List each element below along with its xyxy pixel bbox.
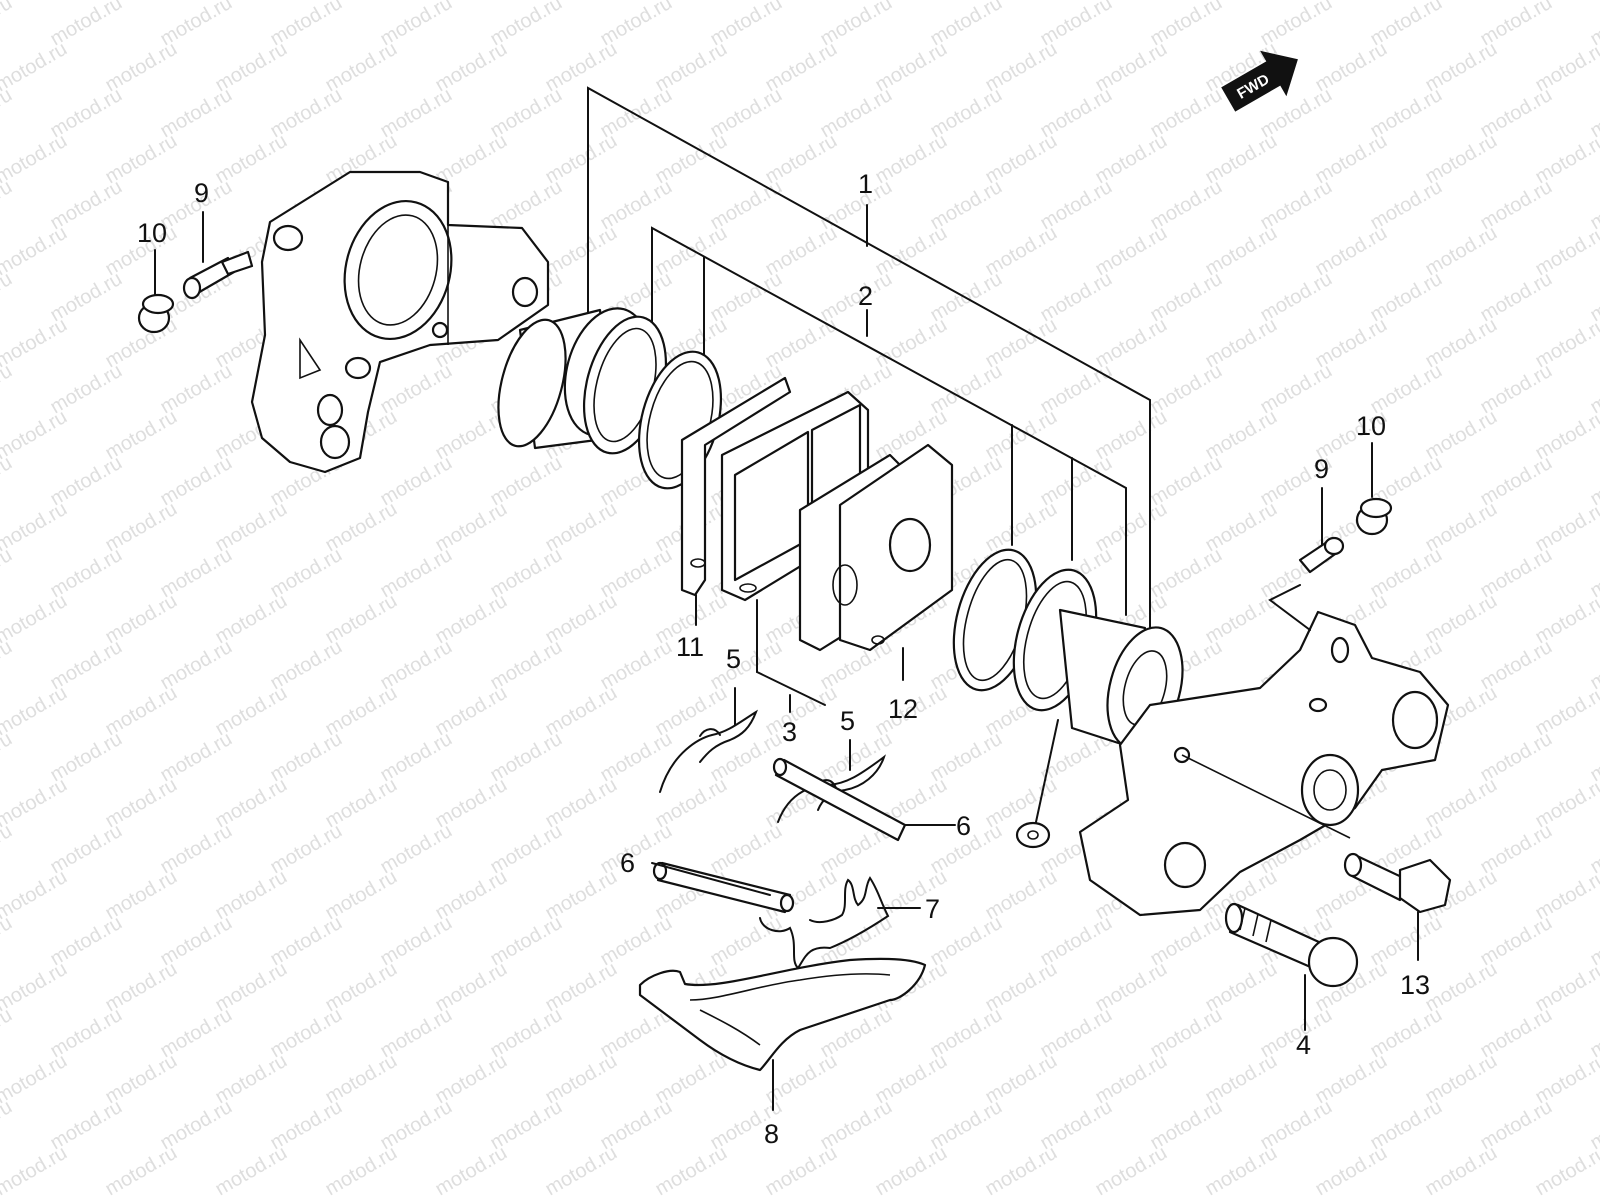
callout-12: 12 bbox=[888, 694, 918, 724]
watermark-text: motod.ru bbox=[0, 498, 71, 557]
callout-13: 13 bbox=[1400, 970, 1430, 1000]
bleeder-cap-left bbox=[137, 293, 175, 334]
watermark-text: motod.ru bbox=[1202, 1142, 1281, 1200]
watermark-text: motod.ru bbox=[0, 912, 16, 971]
watermark-text: motod.ru bbox=[212, 1142, 291, 1200]
caliper-housing-left bbox=[250, 170, 550, 474]
callout-4: 4 bbox=[1296, 1030, 1311, 1060]
bleeder-cap-right bbox=[1355, 497, 1393, 536]
watermark-text: motod.ru bbox=[0, 820, 16, 879]
watermark-text: motod.ru bbox=[102, 1142, 181, 1200]
callout-5-lower: 5 bbox=[840, 706, 855, 736]
watermark-text: motod.ru bbox=[0, 1004, 16, 1063]
watermark-text: motod.ru bbox=[0, 774, 71, 833]
callout-10-left: 10 bbox=[137, 218, 167, 248]
watermark-text: motod.ru bbox=[0, 314, 71, 373]
callout-6-right: 6 bbox=[956, 811, 971, 841]
callout-5-upper: 5 bbox=[726, 644, 741, 674]
assembly-bracket-1 bbox=[587, 86, 1151, 631]
bleeder-valve-left bbox=[182, 250, 254, 300]
watermark-text: motod.ru bbox=[762, 1142, 841, 1200]
leader-lines bbox=[154, 211, 1419, 1111]
watermark-text: motod.ru bbox=[0, 590, 71, 649]
callout-3: 3 bbox=[782, 717, 797, 747]
callout-11: 11 bbox=[676, 632, 704, 662]
bleeder-valve-right bbox=[1298, 536, 1345, 574]
pad-pin-upper bbox=[772, 757, 907, 842]
o-ring-washer bbox=[1015, 821, 1051, 849]
watermark-text: motod.ru bbox=[0, 130, 71, 189]
watermark-text: motod.ru bbox=[1532, 1142, 1600, 1200]
watermark-text: motod.ru bbox=[0, 406, 71, 465]
caliper-housing-right bbox=[1078, 610, 1450, 917]
callout-6-left: 6 bbox=[620, 848, 635, 878]
callout-2: 2 bbox=[858, 281, 873, 311]
watermark-text: motod.ru bbox=[0, 958, 71, 1017]
watermark-text: motod.ru bbox=[0, 360, 16, 419]
watermark-text: motod.ru bbox=[0, 866, 71, 925]
callout-8: 8 bbox=[764, 1119, 779, 1149]
callout-9-left: 9 bbox=[194, 178, 209, 208]
watermark-text: motod.ru bbox=[0, 1096, 16, 1155]
callout-1: 1 bbox=[858, 169, 873, 199]
watermark-text: motod.ru bbox=[1092, 1142, 1171, 1200]
watermark-text: motod.ru bbox=[542, 1142, 621, 1200]
watermark-text: motod.ru bbox=[0, 176, 16, 235]
watermark-text: motod.ru bbox=[0, 452, 16, 511]
watermark-text: motod.ru bbox=[0, 682, 71, 741]
callout-labels: 1 2 3 4 5 5 6 6 7 8 9 9 10 10 11 12 13 bbox=[137, 169, 1430, 1149]
watermark-text: motod.ru bbox=[0, 636, 16, 695]
watermark-text: motod.ru bbox=[652, 1142, 731, 1200]
mounting-bolt bbox=[1343, 852, 1452, 914]
watermark-text: motod.ru bbox=[0, 1142, 71, 1200]
pad-cover-plate bbox=[638, 957, 927, 1072]
pad-spring-upper bbox=[659, 709, 758, 793]
callout-10-right: 10 bbox=[1356, 411, 1386, 441]
watermark-text: motod.ru bbox=[0, 38, 71, 97]
callout-9-right: 9 bbox=[1314, 454, 1329, 484]
watermark-text: motod.ru bbox=[1422, 1142, 1501, 1200]
watermark-text: motod.ru bbox=[872, 1142, 951, 1200]
watermark-text: motod.ru bbox=[1312, 1142, 1391, 1200]
watermark-text: motod.ru bbox=[0, 0, 16, 50]
brake-pad-set bbox=[720, 390, 954, 652]
watermark-text: motod.ru bbox=[0, 1050, 71, 1109]
callout-7: 7 bbox=[925, 894, 940, 924]
watermark-text: motod.ru bbox=[0, 84, 16, 143]
watermark-text: motod.ru bbox=[0, 544, 16, 603]
spring-clip bbox=[759, 876, 890, 970]
watermark-text: motod.ru bbox=[0, 222, 71, 281]
watermark-text: motod.ru bbox=[322, 1142, 401, 1200]
watermark-text: motod.ru bbox=[0, 268, 16, 327]
caliper-slide-pin bbox=[1224, 902, 1359, 988]
watermark-text: motod.ru bbox=[0, 728, 16, 787]
watermark-text: motod.ru bbox=[982, 1142, 1061, 1200]
pad-shim bbox=[680, 376, 792, 597]
watermark-text: motod.ru bbox=[432, 1142, 511, 1200]
